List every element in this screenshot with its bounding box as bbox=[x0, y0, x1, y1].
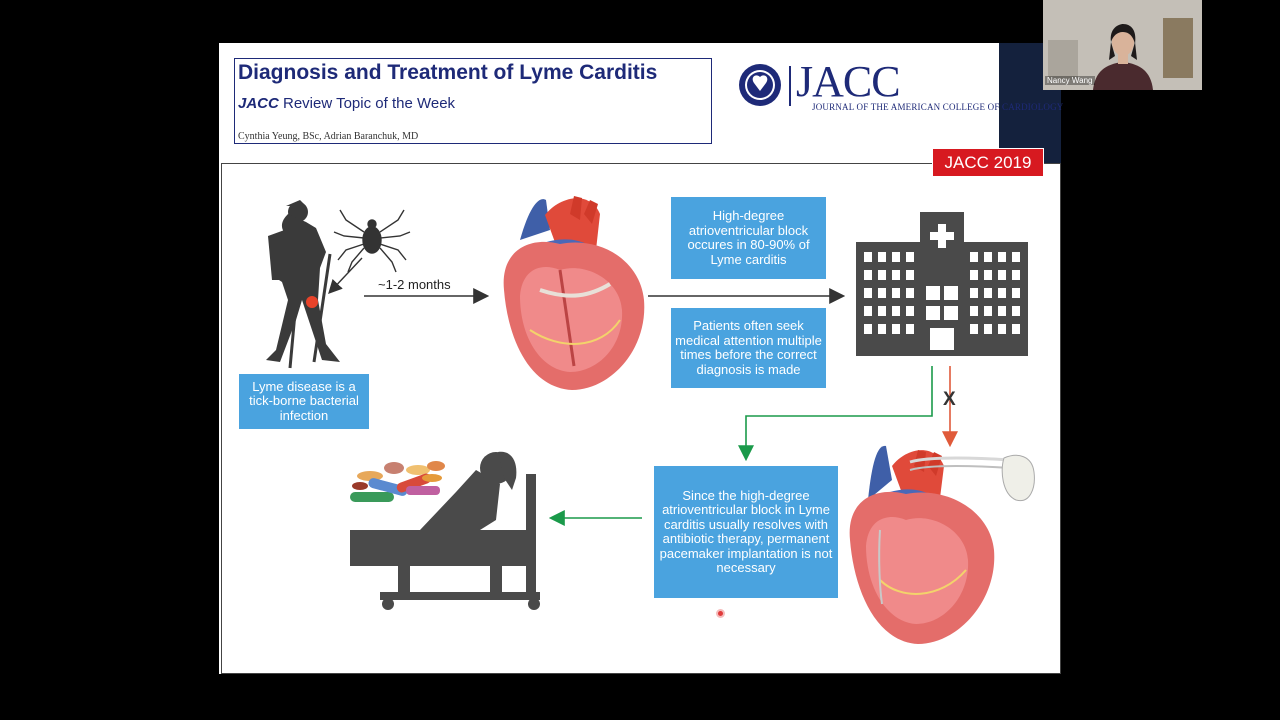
logo-divider bbox=[789, 66, 791, 106]
heart-icon bbox=[503, 196, 645, 390]
title-frame bbox=[234, 58, 712, 144]
treatment-path-arrow bbox=[738, 366, 933, 462]
hiking-pole-right bbox=[312, 253, 332, 363]
subtitle-rest: Review Topic of the Week bbox=[278, 95, 456, 112]
hiking-pole-left bbox=[288, 301, 298, 369]
subtitle-journal: JACC bbox=[238, 95, 279, 112]
participant-video-tile[interactable]: Nancy Wang bbox=[1043, 0, 1202, 90]
lyme-disease-info-box: Lyme disease is a tick-borne bacterial i… bbox=[239, 374, 369, 429]
slide-title: Diagnosis and Treatment of Lyme Carditis bbox=[238, 61, 658, 84]
pacemaker-info-box: Since the high-degree atrioventricular b… bbox=[654, 466, 838, 598]
journal-name: JOURNAL OF THE AMERICAN COLLEGE OF CARDI… bbox=[812, 102, 1064, 112]
participant-video-feed bbox=[1043, 0, 1202, 90]
hiker-icon bbox=[266, 200, 340, 362]
tick-icon bbox=[333, 209, 411, 273]
jacc-seal-logo bbox=[739, 64, 781, 106]
tick-bite-marker bbox=[306, 296, 318, 308]
participant-name-label: Nancy Wang bbox=[1045, 76, 1095, 85]
not-necessary-x-mark: X bbox=[943, 389, 956, 410]
heart-with-pacemaker-icon bbox=[849, 445, 1035, 644]
slide-authors: Cynthia Yeung, BSc, Adrian Baranchuk, MD bbox=[238, 131, 419, 142]
antibiotic-pills-icon bbox=[350, 461, 445, 502]
incubation-label: ~1-2 months bbox=[378, 277, 451, 292]
av-block-info-box: High-degree atrioventricular block occur… bbox=[671, 197, 826, 279]
year-badge: JACC 2019 bbox=[932, 148, 1044, 177]
laser-pointer-icon bbox=[716, 609, 725, 618]
slide-subtitle: JACC Review Topic of the Week bbox=[238, 95, 455, 112]
hospital-icon bbox=[856, 212, 1028, 356]
tick-to-hiker-arrow bbox=[328, 257, 363, 295]
jacc-wordmark: JACC bbox=[796, 57, 901, 106]
diagnosis-info-box: Patients often seek medical attention mu… bbox=[671, 308, 826, 388]
patient-bed-icon bbox=[350, 451, 540, 610]
